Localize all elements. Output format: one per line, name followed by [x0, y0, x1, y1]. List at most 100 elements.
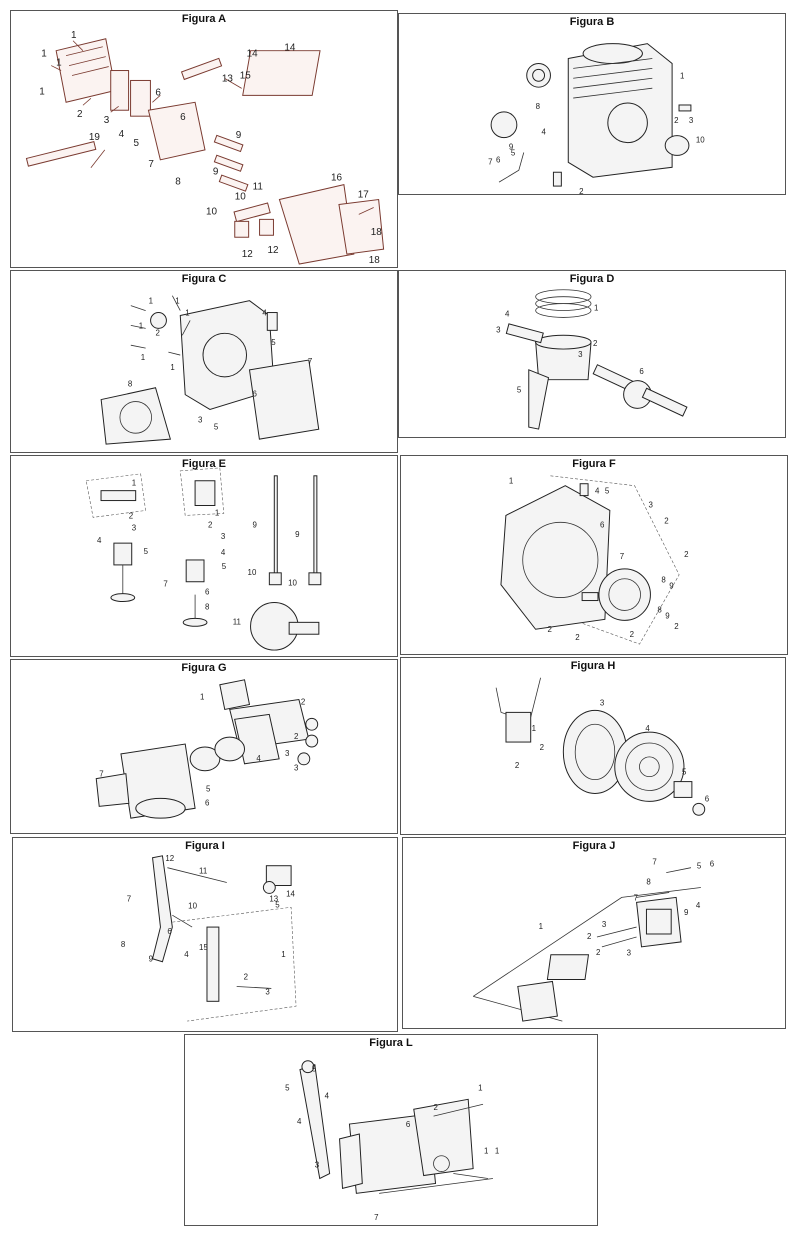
callout-number: 4	[184, 950, 189, 959]
gasket-8	[147, 101, 206, 161]
callout-number: 15	[199, 943, 208, 952]
filter-element	[546, 954, 590, 981]
callout-number: 3	[648, 500, 653, 509]
callout-number: 1	[175, 297, 180, 306]
callout-number: 1	[484, 1147, 489, 1156]
callout-number: 1	[139, 321, 144, 330]
callout-number: 9	[509, 142, 514, 151]
gasket-3	[110, 70, 130, 111]
callout-number: 4	[595, 487, 600, 496]
callout-number: 3	[104, 115, 110, 126]
gasket-8	[100, 387, 172, 445]
callout-number: 4	[505, 309, 510, 318]
callout-number: 2	[579, 187, 583, 194]
callout-number: 2	[540, 743, 544, 752]
callout-number: 1	[149, 297, 154, 306]
callout-number: 2	[77, 109, 83, 120]
callout-number: 2	[301, 697, 305, 706]
figure-l-title: Figura L	[369, 1037, 413, 1049]
figure-j-title: Figura J	[572, 840, 616, 852]
figure-d-title: Figura D	[569, 273, 615, 285]
callout-number: 4	[297, 1117, 302, 1126]
callout-number: 13	[222, 73, 234, 84]
callout-number: 3	[627, 949, 632, 958]
callout-number: 12	[165, 854, 174, 863]
callout-number: 4	[645, 724, 650, 733]
callout-number: 1	[478, 1083, 483, 1092]
seal-10	[664, 135, 690, 156]
governor-lever-7	[151, 855, 173, 963]
callout-number: 6	[252, 390, 257, 399]
recoil-starter-7	[581, 568, 651, 621]
callout-number: 1	[132, 479, 137, 488]
figure-i-title: Figura I	[185, 840, 225, 852]
callout-number: 1	[532, 724, 537, 733]
callout-number: 2	[208, 520, 212, 529]
callout-number: 2	[547, 625, 551, 634]
callout-number: 8	[205, 602, 210, 611]
figure-h-title: Figura H	[570, 660, 616, 672]
callout-number: 2	[630, 630, 634, 639]
callout-number: 16	[331, 173, 343, 184]
callout-number: 3	[600, 698, 605, 707]
callout-number: 2	[129, 511, 133, 520]
callout-number: 5	[134, 138, 140, 149]
valve-springs	[113, 542, 205, 583]
valve-cover	[55, 38, 117, 103]
callout-number: 1	[185, 309, 190, 318]
callout-number: 18	[369, 255, 381, 266]
callout-number: 1	[170, 363, 175, 372]
callout-number: 1	[281, 950, 286, 959]
callout-number: 2	[684, 550, 688, 559]
callout-number: 1	[495, 1147, 500, 1156]
callout-number: 1	[539, 922, 544, 931]
callout-number: 3	[198, 415, 203, 424]
tappet-12a	[234, 220, 250, 238]
callout-number: 9	[684, 908, 689, 917]
figure-f-title: Figura F	[572, 458, 616, 470]
spacers	[189, 736, 246, 772]
callout-number: 6	[180, 112, 186, 123]
callout-number: 18	[371, 227, 383, 238]
bracket-7	[379, 1178, 493, 1194]
callout-number: 10	[188, 901, 197, 910]
bolt-4	[552, 171, 562, 187]
callout-number: 17	[358, 190, 370, 201]
piston-pin-4	[505, 323, 544, 344]
callout-number: 19	[89, 132, 101, 143]
rod-11	[167, 867, 227, 883]
callout-number: 5	[697, 862, 702, 871]
spark-plug	[180, 57, 223, 81]
callout-number: 6	[496, 155, 501, 164]
heat-shield-3	[339, 1133, 363, 1190]
callout-number: 8	[661, 576, 666, 585]
air-filter-box	[636, 896, 682, 948]
callout-number: 7	[652, 858, 656, 867]
rocker-arm-1a	[100, 490, 137, 502]
callout-number: 7	[374, 1213, 378, 1222]
callout-number: 9	[669, 582, 674, 591]
callout-number: 12	[242, 249, 254, 260]
callout-number: 6	[639, 367, 644, 376]
callout-number: 4	[119, 129, 125, 140]
oil-sensor-4	[266, 312, 278, 331]
piston-2	[535, 334, 592, 381]
callout-number: 8	[121, 940, 126, 949]
callout-number: 2	[593, 339, 597, 348]
callout-number: 1	[71, 30, 77, 41]
figure-g-title: Figura G	[181, 662, 227, 674]
bracket-14	[265, 865, 292, 887]
nut-5	[301, 1060, 315, 1074]
callout-number: 2	[294, 732, 298, 741]
callout-number: 2	[244, 973, 248, 982]
callout-number: 3	[496, 325, 501, 334]
